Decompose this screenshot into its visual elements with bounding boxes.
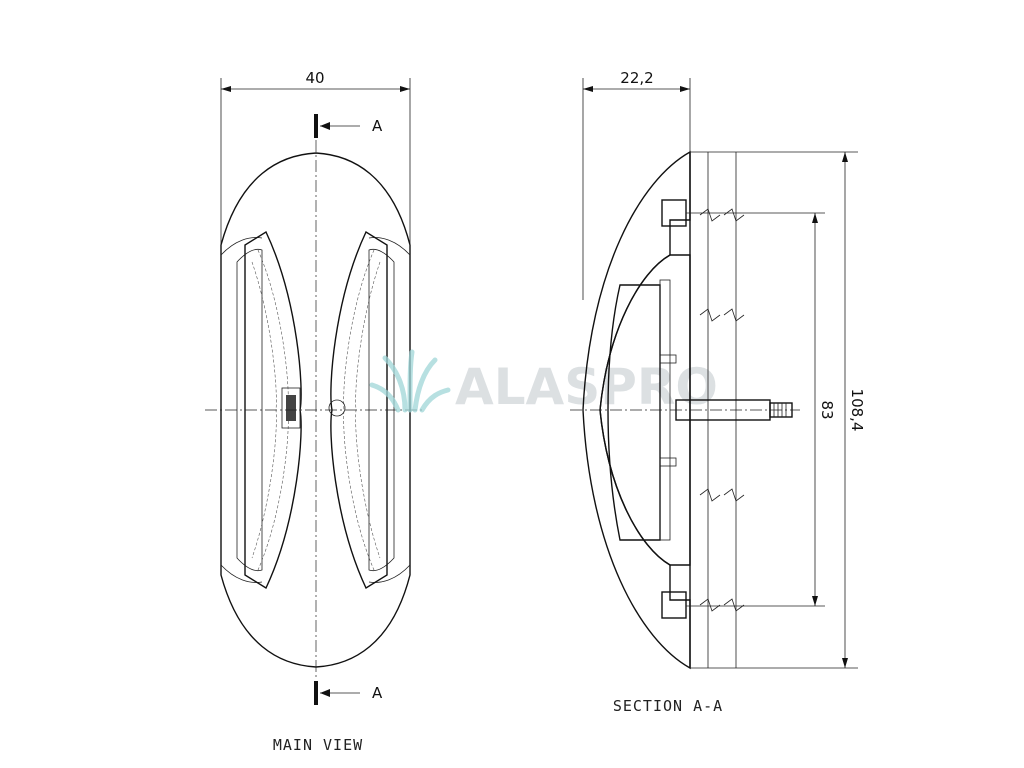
section-mark-bottom-label: A: [372, 684, 383, 702]
depth-dimension: 22,2: [582, 69, 691, 300]
main-view-label: MAIN VIEW: [273, 736, 363, 754]
mounting-boss-top: [661, 199, 687, 227]
watermark: ALASPRO: [369, 349, 718, 416]
section-view: 22,2: [570, 69, 866, 715]
section-inner-body: [599, 254, 691, 566]
watermark-logo-icon: [369, 349, 451, 413]
section-marker-bottom: A: [314, 681, 383, 705]
overall-height-dimension: 108,4: [736, 151, 866, 669]
depth-dim-label: 22,2: [620, 69, 653, 87]
overall-height-dim-label: 108,4: [848, 389, 866, 432]
section-back-plate: [689, 151, 745, 669]
lamp-inner-rim: [236, 248, 263, 572]
right-lens: [328, 230, 388, 590]
lamp-outer-body: [220, 152, 411, 668]
width-dimension: 40: [220, 69, 411, 245]
section-cavity: [607, 284, 661, 541]
inner-height-dim-label: 83: [818, 400, 836, 419]
section-marker-top: A: [314, 114, 383, 138]
main-view: 40 A A: [205, 69, 425, 754]
width-dim-label: 40: [305, 69, 324, 87]
section-mark-top-label: A: [372, 117, 383, 135]
inner-height-dimension: 83: [686, 212, 836, 607]
section-view-label: SECTION A-A: [613, 697, 723, 715]
mounting-boss-bottom: [661, 591, 687, 619]
